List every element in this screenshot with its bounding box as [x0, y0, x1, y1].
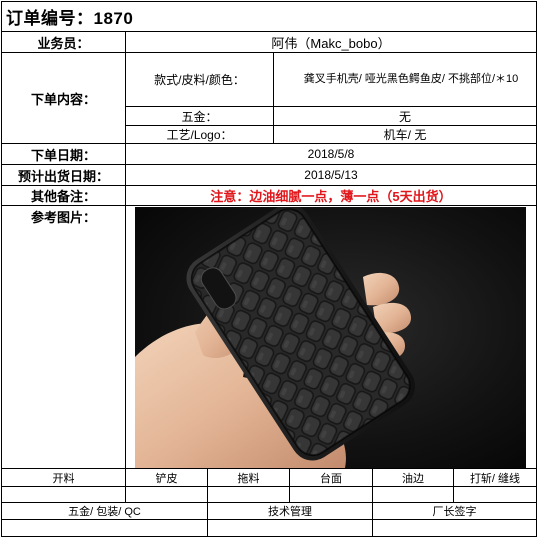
divider: [273, 52, 274, 143]
divider: [125, 106, 537, 107]
divider: [1, 486, 537, 487]
border-top: [1, 1, 537, 2]
content-label: 下单内容：: [30, 91, 96, 107]
hardware-value: 无: [398, 109, 411, 124]
workflow-hardware-qc: 五金/ 包装/ QC: [68, 506, 141, 518]
order-title: 订单编号：1870: [6, 9, 134, 28]
ship-date-value: 2018/5/13: [304, 168, 358, 182]
order-date-label: 下单日期：: [30, 147, 96, 163]
order-date-value: 2018/5/8: [307, 147, 355, 161]
divider: [1, 164, 537, 165]
workflow-bench: 台面: [320, 472, 342, 485]
divider: [453, 468, 454, 502]
style-label: 款式/皮料/颜色：: [154, 73, 245, 87]
style-value: 龚叉手机壳/ 哑光黑色鳄鱼皮/ 不挑部位/＊10: [303, 73, 519, 85]
divider: [125, 468, 126, 502]
divider: [1, 205, 537, 206]
phone-case-photo: [135, 207, 526, 468]
workflow-skiving: 铲皮: [155, 472, 178, 485]
salesperson-value: 阿伟（Makc_bobo）: [271, 35, 391, 51]
workflow-backing: 拖料: [237, 472, 260, 485]
divider: [125, 125, 537, 126]
reference-photo: [135, 207, 526, 468]
border-left: [1, 1, 2, 537]
workflow-stitching: 打斩/ 缝线: [469, 472, 521, 485]
reference-label: 参考图片：: [30, 209, 96, 225]
divider: [372, 502, 373, 536]
divider: [289, 468, 290, 502]
divider: [1, 52, 537, 53]
divider: [1, 468, 537, 469]
notes-value: 注意：边油细腻一点，薄一点（5天出货）: [210, 189, 452, 204]
craft-value: 机车/ 无: [383, 128, 427, 142]
craft-label: 工艺/Logo：: [166, 128, 233, 142]
border-bottom: [1, 536, 537, 537]
divider: [1, 143, 537, 144]
ship-date-label: 预计出货日期：: [17, 168, 109, 184]
border-right: [536, 1, 537, 537]
salesperson-label: 业务员：: [37, 35, 90, 51]
divider: [1, 502, 537, 503]
hardware-label: 五金：: [181, 109, 218, 124]
divider: [125, 31, 126, 468]
workflow-manager-sign: 厂长签字: [432, 506, 477, 518]
divider: [372, 468, 373, 502]
divider: [207, 502, 208, 536]
divider: [1, 185, 537, 186]
workflow-tech-mgmt: 技术管理: [268, 506, 312, 518]
divider: [207, 468, 208, 502]
divider: [1, 519, 537, 520]
workflow-edge-paint: 油边: [402, 472, 424, 485]
workflow-cutting: 开料: [52, 472, 75, 485]
notes-label: 其他备注：: [30, 189, 96, 204]
divider: [1, 31, 537, 32]
